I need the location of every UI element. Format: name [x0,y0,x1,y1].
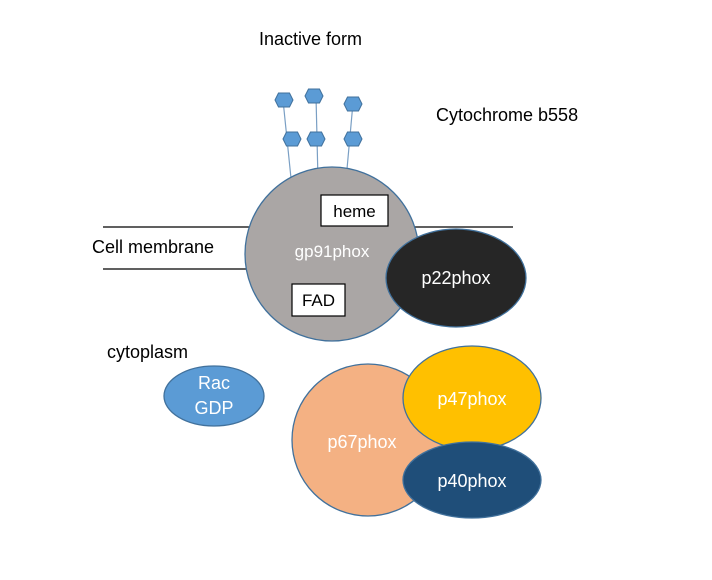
rac-gdp-ellipse [163,365,265,427]
rac-label: Rac [198,373,230,393]
gp91phox-label: gp91phox [295,242,370,261]
glycan-hexagon-4 [282,131,302,147]
p40phox-label: p40phox [437,471,506,491]
fad-box [291,283,346,317]
heme-box [320,194,389,227]
cell-membrane-label: Cell membrane [92,237,215,257]
glycan-hexagon-5 [306,131,326,147]
p40phox-ellipse [402,441,542,519]
heme-label: heme [333,202,376,221]
p22phox-ellipse [385,228,527,328]
gdp-label: GDP [194,398,233,418]
glycan-hexagon-2 [304,88,324,104]
glycan-hexagon-3 [343,96,363,112]
cytoplasm-label: cytoplasm [107,342,189,362]
glycan-hexagons [274,88,363,147]
inactive-form-title: Inactive form [259,29,363,49]
glycan-hexagon-1 [274,92,294,108]
fad-label: FAD [302,291,335,310]
glycan-hexagon-6 [343,131,363,147]
p67phox-label: p67phox [327,432,396,452]
p47phox-label: p47phox [437,389,506,409]
cytochrome-label: Cytochrome b558 [436,105,579,125]
p22phox-label: p22phox [421,268,490,288]
